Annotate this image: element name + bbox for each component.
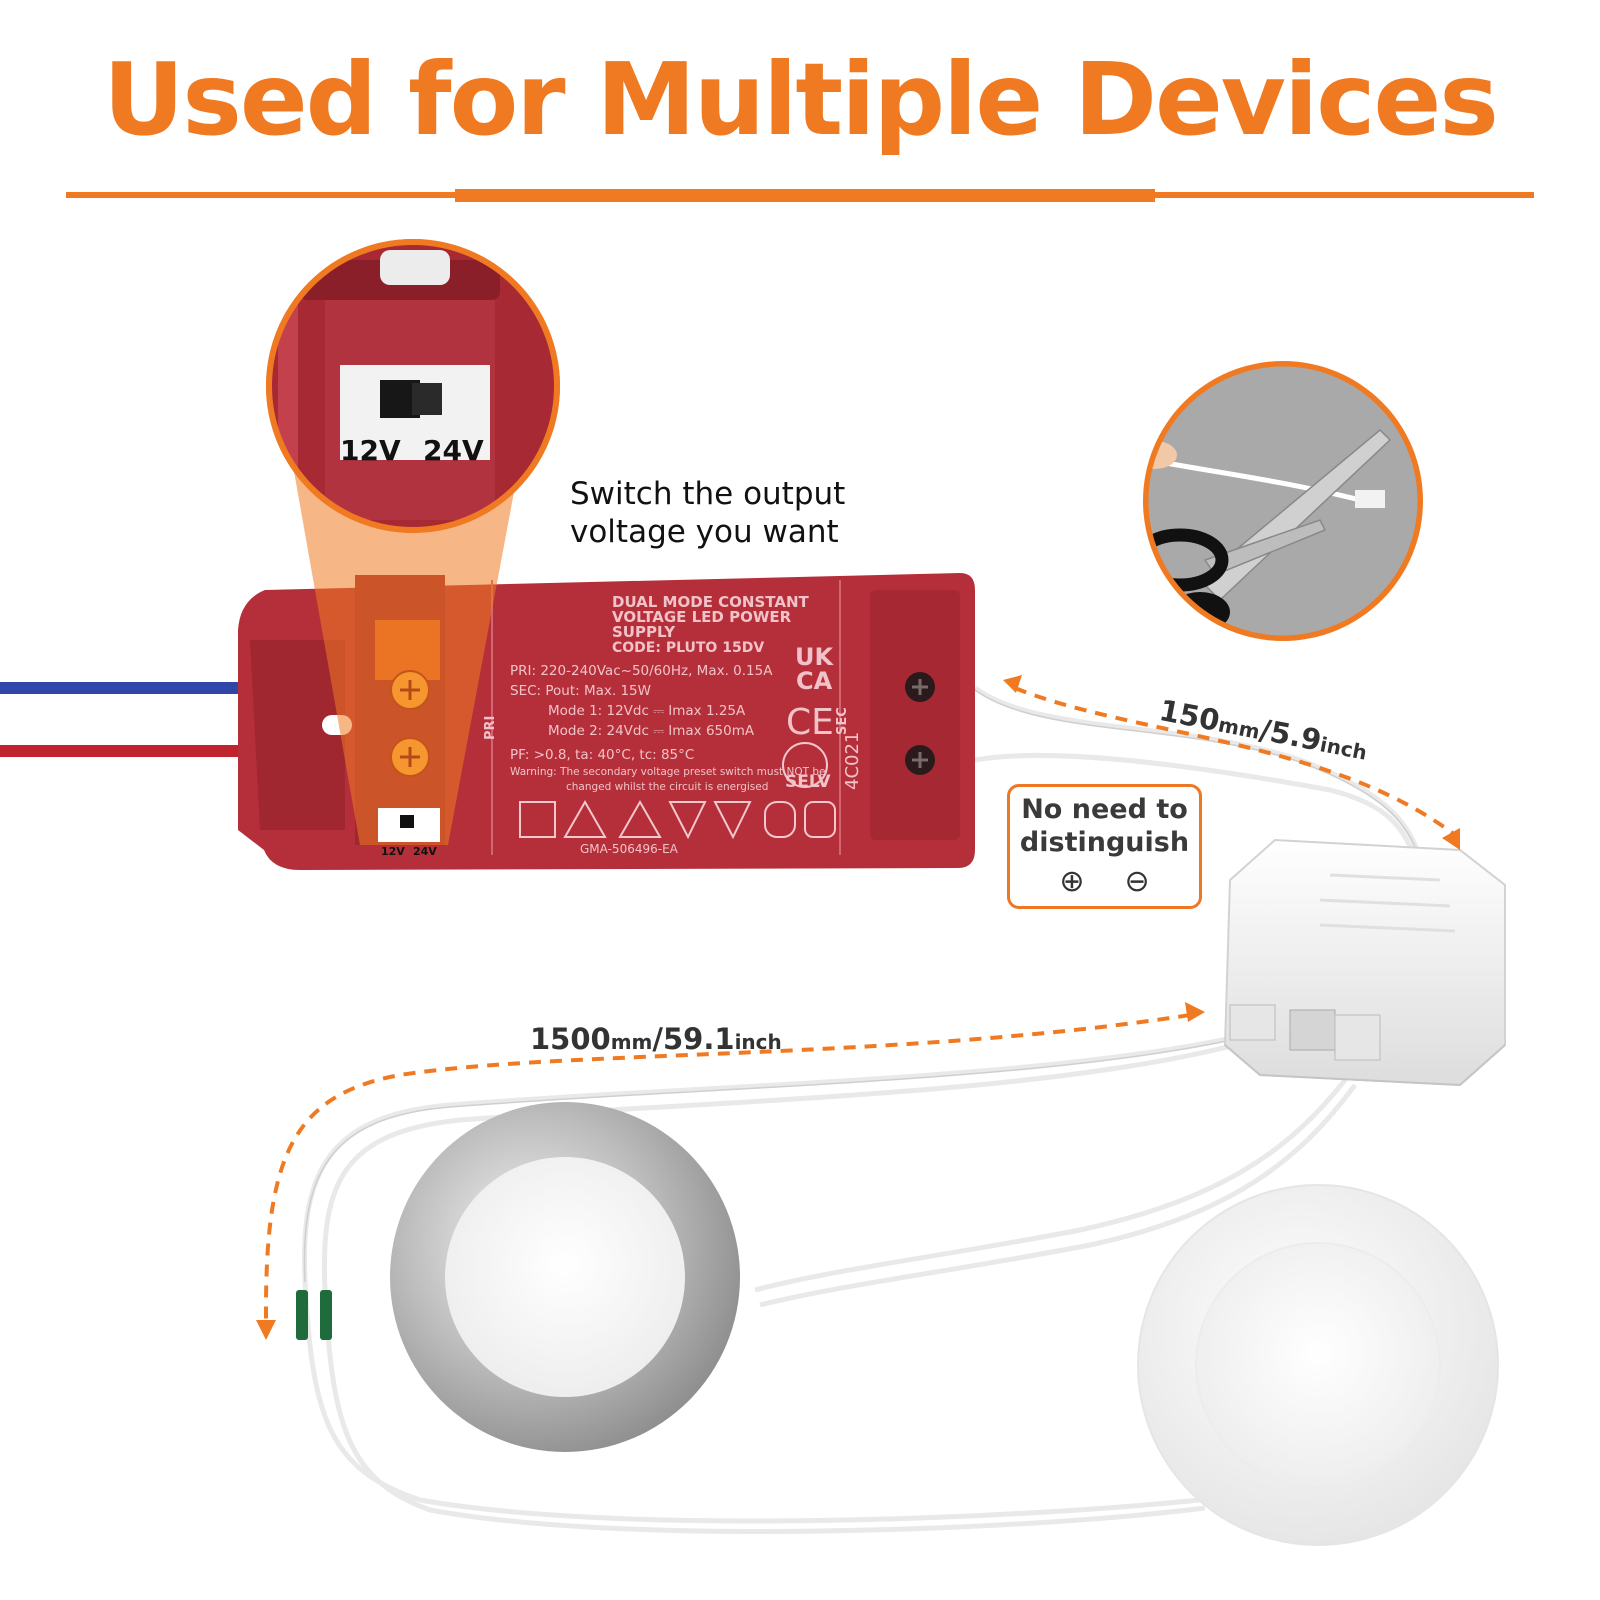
psu-pri: PRI: 220-240Vac~50/60Hz, Max. 0.15A [510, 663, 773, 679]
dimension-arrow-short [1014, 686, 1457, 837]
switch-caption-line2: voltage you want [570, 514, 839, 550]
splice-sleeve [320, 1290, 332, 1340]
psu-ukca: UK CA [795, 645, 833, 693]
led-spotlight-steel [390, 1102, 740, 1452]
arrow-head [256, 1320, 276, 1340]
psu-serial: 4C021 [842, 731, 863, 790]
dim-long-slash: /59.1 [652, 1022, 735, 1056]
polarity-note: No need to distinguish ⊕⊖ [1007, 784, 1202, 909]
polarity-note-line1: No need to [1021, 794, 1188, 825]
scissors-callout [1143, 361, 1423, 641]
dimension-label-long: 1500mm/59.1inch [530, 1022, 782, 1056]
psu-code: CODE: PLUTO 15DV [612, 640, 765, 656]
switch-caption-line1: Switch the output [570, 476, 846, 512]
psu-sec: SEC: Pout: Max. 15W [510, 683, 651, 699]
led-spotlight-white [1137, 1184, 1499, 1546]
psu-warning2: changed whilst the circuit is energised [566, 781, 769, 793]
minus-circle-icon: ⊖ [1124, 865, 1190, 898]
switch-zoom-callout [266, 239, 560, 533]
ukca-line1: UK [795, 643, 834, 671]
psu-heading1: DUAL MODE CONSTANT [612, 593, 809, 611]
psu-heading2: VOLTAGE LED POWER SUPPLY [612, 608, 792, 641]
zoom-label-12v: 12V [340, 434, 401, 467]
dim-long-unit1: mm [610, 1030, 653, 1054]
splice-sleeve [296, 1290, 308, 1340]
psu-selv: SELV [785, 772, 831, 792]
psu-mode2: Mode 2: 24Vdc ⎓ Imax 650mA [548, 723, 755, 739]
psu-switch-12v: 12V [381, 845, 405, 858]
psu-ce: CE [786, 702, 834, 743]
psu-gma: GMA-506496-EA [580, 842, 678, 856]
psu-mode1: Mode 1: 12Vdc ⎓ Imax 1.25A [548, 703, 746, 719]
arrow-head [1442, 828, 1460, 850]
page-title: Used for Multiple Devices [103, 41, 1499, 158]
title-underline-accent [455, 189, 1155, 202]
psu-warning1: Warning: The secondary voltage preset sw… [510, 766, 826, 778]
ukca-line2: CA [795, 667, 833, 695]
arrow-head [1185, 1002, 1205, 1022]
dim-long-unit2: inch [734, 1030, 782, 1054]
zoom-label-24v: 24V [423, 434, 484, 467]
switch-caption: Switch the output voltage you want [570, 475, 845, 551]
polarity-note-line2: distinguish [1019, 827, 1190, 858]
polarity-signs: ⊕⊖ [1010, 867, 1199, 897]
psu-pri-side: PRI [483, 715, 498, 740]
psu-sec-side: SEC [835, 707, 850, 735]
power-supply-unit [238, 460, 975, 870]
plus-circle-icon: ⊕ [1059, 865, 1125, 898]
arrow-head [1003, 675, 1022, 693]
psu-switch-24v: 24V [413, 845, 437, 858]
psu-pf: PF: >0.8, ta: 40°C, tc: 85°C [510, 747, 695, 763]
dim-long-value: 1500 [530, 1022, 611, 1056]
dimension-arrow-long [263, 1013, 1191, 1321]
dim-short-unit1: mm [1216, 712, 1262, 744]
junction-box [1223, 838, 1506, 1087]
psu-label: DUAL MODE CONSTANT VOLTAGE LED POWER SUP… [510, 595, 855, 795]
